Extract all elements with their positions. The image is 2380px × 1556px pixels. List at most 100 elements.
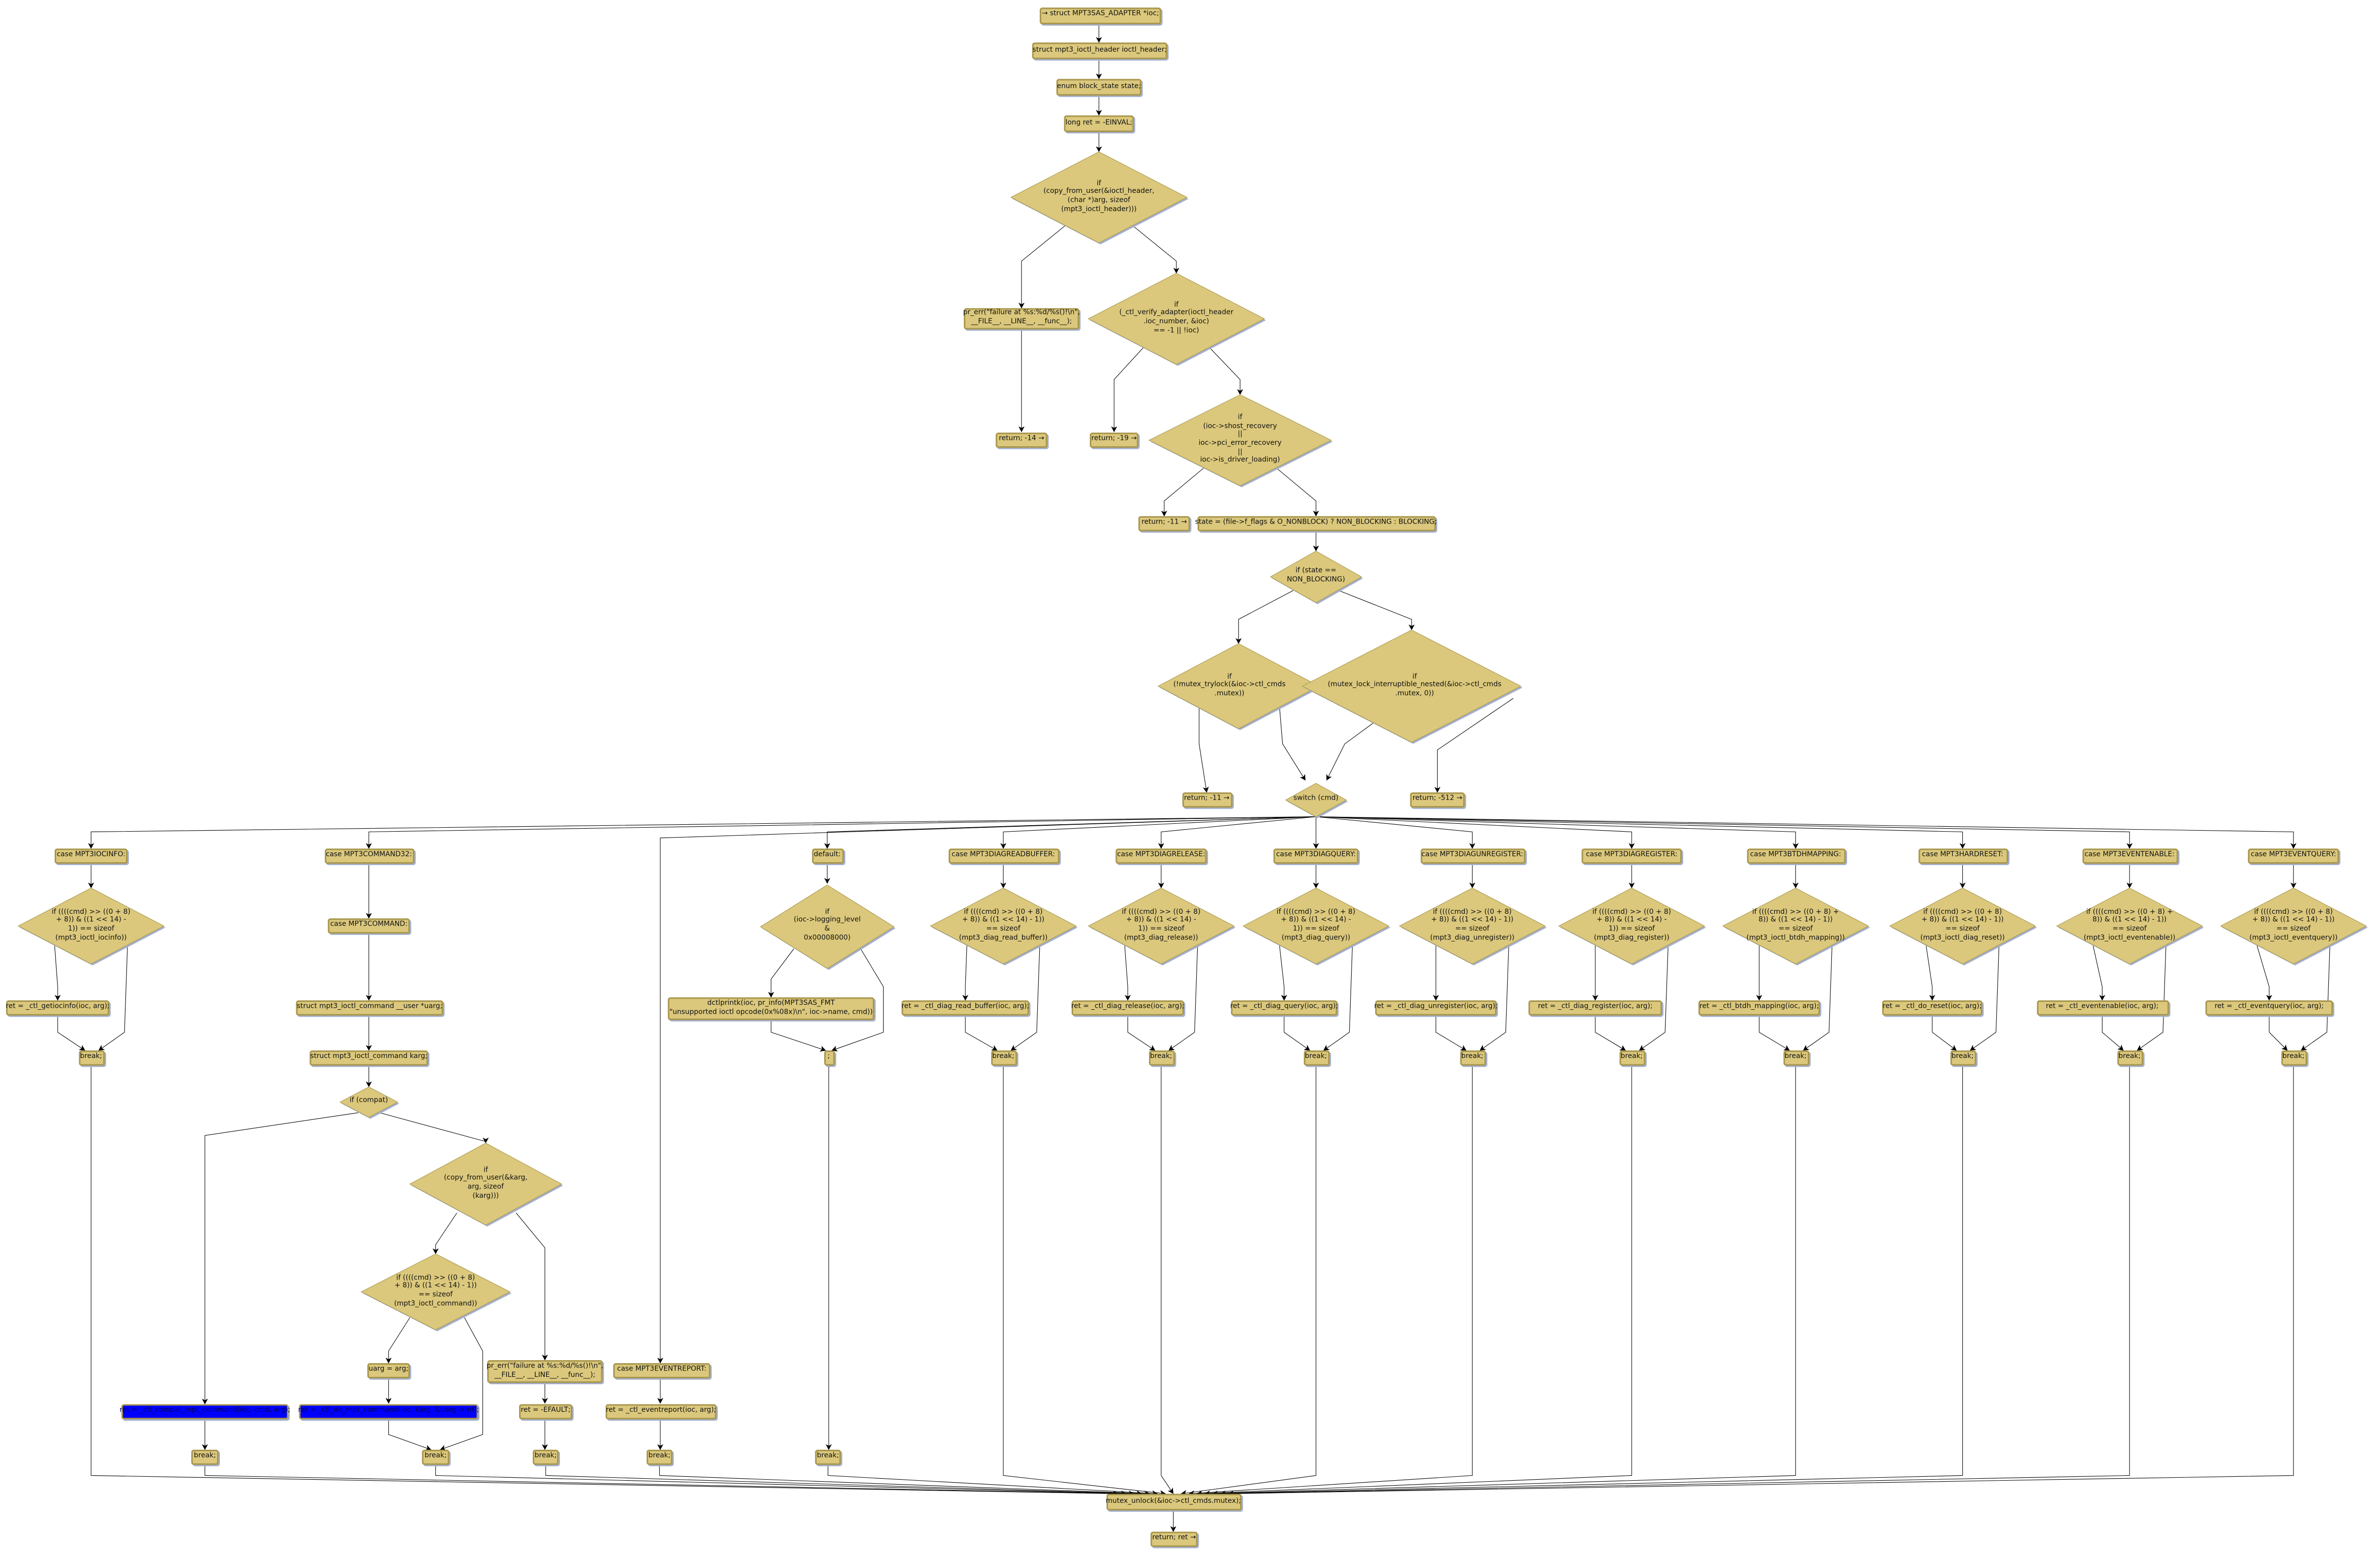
case-eq: case MPT3EVENTQUERY: xyxy=(2248,848,2339,864)
decision-shape xyxy=(1242,887,1390,965)
decision-shape xyxy=(1301,629,1522,743)
flow-edge xyxy=(1127,1015,1156,1051)
flow-edge xyxy=(1279,945,1287,1001)
ret-hr: ret = _ctl_do_reset(ioc, arg); xyxy=(1882,1000,1982,1016)
flow-edge xyxy=(366,816,1316,849)
ret-rel: ret = _ctl_diag_release(ioc, arg); xyxy=(1071,1000,1184,1016)
flow-edge xyxy=(1270,463,1319,517)
flow-edge xyxy=(1316,816,1476,849)
flow-edge xyxy=(1003,1065,1166,1496)
flow-edge xyxy=(435,1464,1135,1497)
flow-edge xyxy=(2136,945,2166,1051)
flow-edge xyxy=(2093,945,2105,1001)
return-ret: return; ret → xyxy=(1150,1531,1198,1547)
decision-shape xyxy=(1148,394,1332,486)
decision-size-eq: if ((((cmd) >> ((0 + 8) + 8)) & ((1 << 1… xyxy=(2220,887,2368,965)
flow-edge xyxy=(385,1317,410,1364)
flow-edge xyxy=(2102,1015,2124,1051)
decision-trylock: if (!mutex_trylock(&ioc->ctl_cmds .mutex… xyxy=(1157,643,1321,730)
ret-efault: ret = -EFAULT; xyxy=(519,1403,572,1419)
case-rel: case MPT3DIAGRELEASE: xyxy=(1115,848,1207,864)
decision-shape xyxy=(2220,887,2367,965)
decision-shape xyxy=(1087,887,1235,965)
decision-text: if ((((cmd) >> ((0 + 8) + 8)) & ((1 << 1… xyxy=(1121,909,1201,942)
decision-shape xyxy=(409,1143,562,1226)
decision-size-hr: if ((((cmd) >> ((0 + 8) + 8)) & ((1 << 1… xyxy=(1889,887,2037,965)
case-command32: case MPT3COMMAND32: xyxy=(324,848,414,864)
empty-statement: ; xyxy=(823,1050,835,1066)
flow-edge xyxy=(2256,945,2272,1001)
flow-edge xyxy=(1124,945,1131,1001)
decision-size-rb: if ((((cmd) >> ((0 + 8) + 8)) & ((1 << 1… xyxy=(929,887,1078,965)
declare-uarg: struct mpt3_ioctl_command __user *uarg; xyxy=(296,1000,443,1016)
decision-text: if (_ctl_verify_adapter(ioctl_header .io… xyxy=(1119,302,1234,335)
flow-edge xyxy=(1316,816,1635,849)
decision-text: switch (cmd) xyxy=(1293,796,1339,804)
break-compat: break; xyxy=(191,1449,219,1465)
flow-edge xyxy=(202,1112,359,1405)
decision-text: if ((((cmd) >> ((0 + 8) + 8)) & ((1 << 1… xyxy=(2249,909,2338,942)
decision-shape xyxy=(1722,887,1869,965)
decision-shape xyxy=(339,1087,399,1118)
assign-uarg: uarg = arg; xyxy=(367,1363,410,1378)
flow-edge xyxy=(1227,1065,2294,1497)
flow-edge xyxy=(1127,221,1179,274)
ret-eventreport: ret = _ctl_eventreport(ioc, arg); xyxy=(605,1403,717,1419)
decision-size-q: if ((((cmd) >> ((0 + 8) + 8)) & ((1 << 1… xyxy=(1242,887,1391,965)
decision-text: if ((((cmd) >> ((0 + 8) + 8)) & ((1 << 1… xyxy=(959,909,1048,942)
decision-compat: if (compat) xyxy=(339,1087,400,1119)
break-hr: break; xyxy=(1949,1050,1976,1066)
break-unreg: break; xyxy=(1459,1050,1485,1066)
flow-edge xyxy=(1010,945,1040,1051)
flow-edge xyxy=(204,1464,1127,1497)
flow-edge xyxy=(1236,590,1294,644)
flow-edge xyxy=(1018,221,1071,309)
case-rb: case MPT3DIAGREADBUFFER: xyxy=(948,848,1059,864)
declare-state: enum block_state state; xyxy=(1056,79,1142,96)
decision-shape xyxy=(1010,151,1188,244)
decision-shape xyxy=(760,884,895,968)
decision-verify-adapter: if (_ctl_verify_adapter(ioctl_header .io… xyxy=(1087,273,1266,366)
return-minus-11-b: return; -11 → xyxy=(1181,792,1232,808)
flow-edge xyxy=(1338,590,1415,630)
decision-lock-interruptible: if (mutex_lock_interruptible_nested(&ioc… xyxy=(1301,629,1523,744)
flow-edge xyxy=(1284,1015,1310,1051)
flow-edge xyxy=(545,1464,1143,1497)
break-q: break; xyxy=(1303,1050,1329,1066)
ret-iocinfo: ret = _ctl_getiocinfo(ioc, arg); xyxy=(6,1000,110,1016)
decision-text: if ((((cmd) >> ((0 + 8) + 8)) & ((1 << 1… xyxy=(1430,909,1515,942)
return-minus-512: return; -512 → xyxy=(1410,792,1465,808)
flow-edge xyxy=(516,1213,548,1361)
flow-edge xyxy=(831,948,884,1052)
decision-shape xyxy=(1558,887,1705,965)
break-ee: break; xyxy=(2116,1050,2143,1066)
flow-edge xyxy=(1970,945,2000,1051)
break-iocinfo: break; xyxy=(78,1050,104,1066)
break-rel: break; xyxy=(1148,1050,1175,1066)
flow-edge xyxy=(91,1065,1119,1497)
flow-edge xyxy=(1480,945,1509,1051)
debug-print-unsupported: dctlprintk(ioc, pr_info(MPT3SAS_FMT "uns… xyxy=(668,997,874,1020)
case-btdh: case MPT3BTDHMAPPING: xyxy=(1746,848,1845,864)
break-default: break; xyxy=(815,1449,841,1465)
decision-logging-level: if (ioc->logging_level & 0x00008000) xyxy=(760,884,896,969)
declare-karg: struct mpt3_ioctl_command karg; xyxy=(309,1050,428,1066)
ret-do-mpt-command: ret = _ctl_do_mpt_command(ioc, karg, &ua… xyxy=(298,1403,479,1419)
decision-text: if (!mutex_trylock(&ioc->ctl_cmds .mutex… xyxy=(1173,673,1286,698)
flow-edge xyxy=(1279,707,1306,781)
decision-shape xyxy=(1889,887,2036,965)
break-eventreport: break; xyxy=(647,1449,673,1465)
decision-shape xyxy=(360,1253,511,1330)
break-efault: break; xyxy=(532,1449,559,1465)
flow-edge xyxy=(2301,945,2330,1051)
flow-edge xyxy=(1434,698,1514,793)
decision-text: if ((((cmd) >> ((0 + 8) + 8)) & ((1 << 1… xyxy=(52,909,131,942)
flow-edge xyxy=(1204,1065,1796,1497)
decision-text: if ((((cmd) >> ((0 + 8) + 8)) & ((1 << 1… xyxy=(394,1275,477,1308)
flow-edge xyxy=(768,948,794,998)
decision-size-command: if ((((cmd) >> ((0 + 8) + 8)) & ((1 << 1… xyxy=(360,1253,512,1332)
decision-shape xyxy=(1087,273,1265,365)
flow-edge xyxy=(1212,1065,1963,1497)
